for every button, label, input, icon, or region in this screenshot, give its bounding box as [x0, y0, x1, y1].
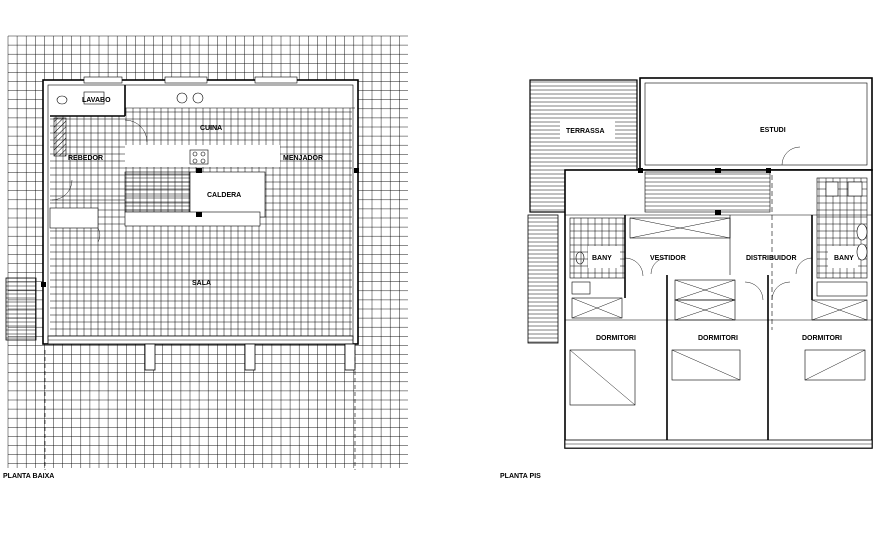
estudi-room [639, 77, 873, 171]
room-label-bany-left: BANY [592, 255, 612, 262]
rebedor-hatched-wall [53, 117, 67, 157]
stair-landing [124, 211, 261, 227]
lavabo-sink [83, 91, 105, 105]
room-label-dormitori-1: DORMITORI [596, 335, 636, 342]
bany-right-bidet [825, 181, 839, 197]
dormitori-3-door [771, 281, 791, 301]
room-label-menjador: MENJADOR [283, 155, 323, 162]
room-label-vestidor: VESTIDOR [650, 255, 686, 262]
bed-2 [671, 349, 741, 381]
estudi-door-swing [781, 146, 801, 166]
entrance-closet [49, 207, 99, 229]
window-top-3 [254, 76, 298, 84]
room-label-distribuidor: DISTRIBUIDOR [746, 255, 797, 262]
bed-1 [569, 349, 636, 406]
upper-stair [644, 171, 771, 213]
room-label-dormitori-3: DORMITORI [802, 335, 842, 342]
bany-right-label-bg [828, 246, 858, 268]
dormitori-2-door [744, 281, 764, 301]
upper-floor-plan: TERRASSA ESTUDI BANY VESTIDOR DISTRIBUID… [500, 77, 873, 480]
upper-exterior-stair [527, 214, 559, 344]
bany-left-door [624, 257, 644, 277]
room-label-estudi: ESTUDI [760, 127, 786, 134]
terrassa-label-bg [560, 120, 615, 140]
entrance-door-swing [97, 227, 101, 243]
pillar-3 [344, 343, 356, 371]
bany-left-toilet [575, 251, 585, 265]
pillar-1 [144, 343, 156, 371]
bany-right-sink-2 [856, 243, 868, 261]
upper-floor-title: PLANTA PIS [500, 473, 541, 480]
bany-right-toilet [847, 181, 863, 197]
kitchen-counter-top [125, 88, 355, 108]
kitchen-sink-2 [192, 92, 204, 104]
kitchen-sink-1 [176, 92, 188, 104]
bany-right-door [795, 257, 813, 275]
ground-floor-title: PLANTA BAIXA [3, 473, 54, 480]
kitchen-door-swing [124, 119, 148, 143]
room-label-sala: SALA [192, 280, 211, 287]
ground-stair [124, 171, 191, 213]
bany-right-bathtub [816, 281, 868, 297]
room-label-dormitori-2: DORMITORI [698, 335, 738, 342]
room-label-rebedor: REBEDOR [68, 155, 103, 162]
room-label-caldera: CALDERA [207, 192, 241, 199]
kitchen-hob [189, 149, 209, 165]
ground-floor-plan: LAVABO CUINA REBEDOR MENJADOR CALDERA SA… [3, 35, 408, 480]
exterior-stair [5, 277, 37, 341]
dormitori-1-wardrobe [571, 297, 623, 319]
bed-3 [804, 349, 866, 381]
bany-right-sink-1 [856, 223, 868, 241]
window-top-2 [164, 76, 208, 84]
rebedor-door-swing [51, 179, 73, 201]
lavabo-toilet [56, 95, 68, 105]
room-label-bany-right: BANY [834, 255, 854, 262]
caldera-room [189, 171, 266, 218]
window-top-1 [83, 76, 123, 84]
lavabo-area [50, 88, 125, 116]
bany-left-label-bg [588, 246, 620, 268]
room-label-terrassa: TERRASSA [566, 128, 605, 135]
bany-left-sink [571, 281, 591, 295]
room-label-cuina: CUINA [200, 125, 222, 132]
room-label-lavabo: LAVABO [82, 97, 111, 104]
pillar-2 [244, 343, 256, 371]
estudi-inner-line [644, 82, 868, 166]
vestidor-door [650, 257, 668, 275]
